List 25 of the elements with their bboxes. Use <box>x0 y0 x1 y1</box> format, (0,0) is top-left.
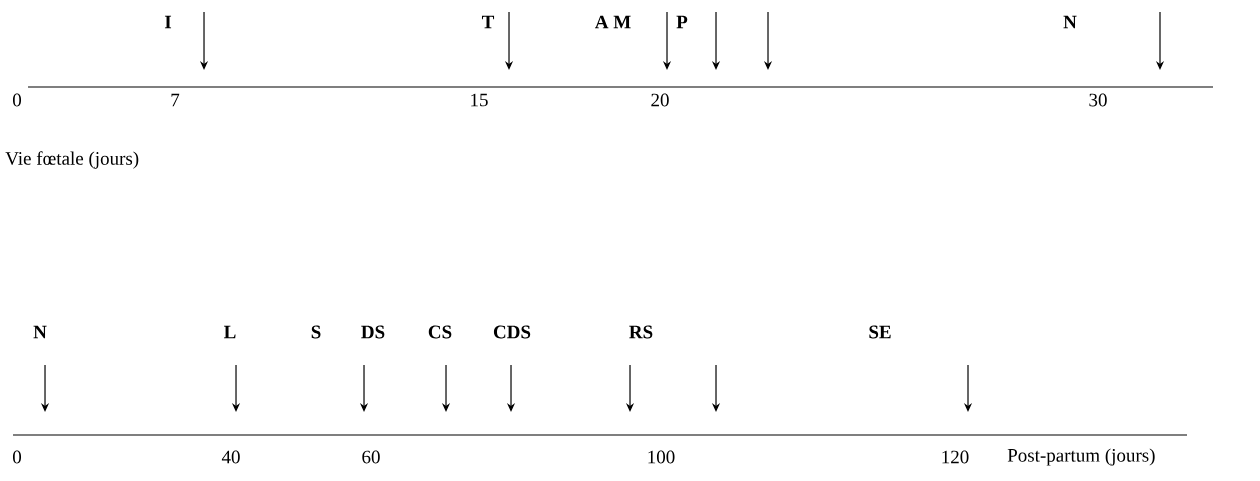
tick-label: 30 <box>1089 93 1107 107</box>
tick-label: 60 <box>362 450 380 464</box>
tick-label: 20 <box>651 93 669 107</box>
axis-title: Vie fœtale (jours) <box>5 151 139 169</box>
tick-label: 100 <box>648 450 675 464</box>
tick-label: 15 <box>471 93 488 107</box>
event-label: A M <box>595 15 631 29</box>
tick-label: 0 <box>13 93 22 107</box>
event-label: L <box>224 325 236 339</box>
event-label: CS <box>428 325 452 339</box>
tick-label: 40 <box>221 450 240 464</box>
event-label: DS <box>361 325 385 339</box>
event-label: S <box>311 325 321 339</box>
tick-label: 0 <box>13 450 22 464</box>
event-label: P <box>676 15 688 29</box>
event-label: SE <box>869 325 891 339</box>
axis-title: Post-partum (jours) <box>1007 448 1155 466</box>
tick-label: 7 <box>171 93 180 107</box>
event-label: T <box>481 15 495 29</box>
event-label: RS <box>629 325 653 339</box>
event-label: I <box>164 15 172 29</box>
event-label: N <box>33 325 47 339</box>
event-label: CDS <box>493 325 531 339</box>
tick-label: 120 <box>942 450 969 464</box>
event-label: N <box>1063 15 1077 29</box>
